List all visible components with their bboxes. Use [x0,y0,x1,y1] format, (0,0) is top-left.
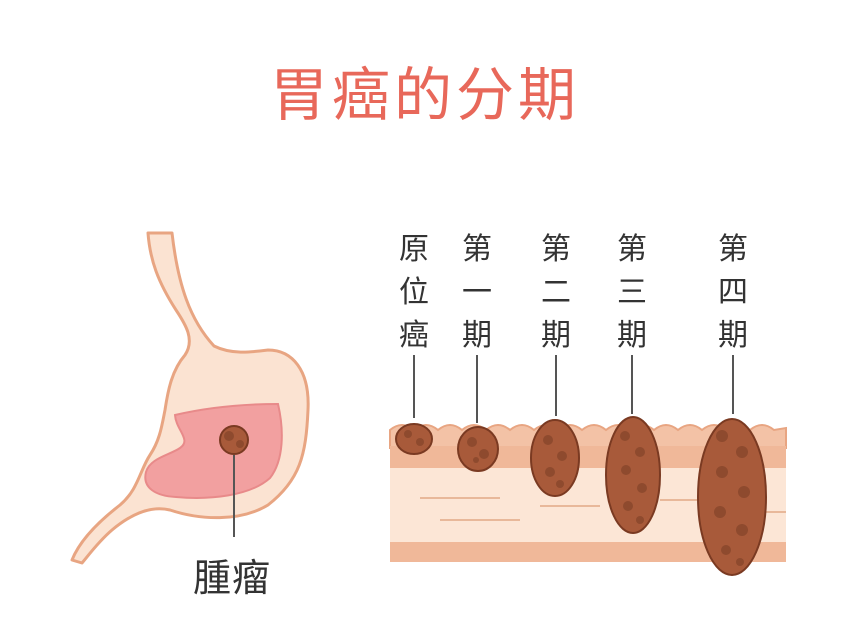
stage-label-char: 第 [541,232,571,267]
stage-label-char: 期 [462,318,492,353]
stage-label-1: 第 一 期 [457,228,497,357]
diagram-title: 胃癌的分期 [269,61,580,129]
stomach-outer [70,231,310,565]
tumor-stage-in-situ [395,423,433,455]
stage-label-char: 原 [399,232,429,267]
stage-pointers [413,355,734,423]
tumor-label: 腫瘤 [193,556,272,600]
stomach-illustration [70,231,310,565]
stage-label-char: 第 [718,232,748,267]
stage-label-char: 第 [462,232,492,267]
stage-label-char: 四 [718,275,748,310]
stage-label-3: 第 三 期 [612,228,652,357]
stage-label-char: 癌 [399,318,429,353]
stage-label-in-situ: 原 位 癌 [394,228,434,357]
stage-label-char: 期 [617,318,647,353]
tumor-stage-4 [697,418,767,576]
tumor-stage-3 [605,416,661,534]
stage-label-char: 第 [617,232,647,267]
stage-tumors [395,416,767,576]
stage-label-char: 期 [718,318,748,353]
stage-label-4: 第 四 期 [713,228,753,357]
tumor-stage-1 [457,426,499,472]
stage-label-char: 期 [541,318,571,353]
stage-label-char: 位 [399,275,429,310]
stomach-tumor [219,425,249,455]
tumor-stage-2 [530,419,580,497]
stomach-inner-lining [144,402,283,499]
stage-label-2: 第 二 期 [536,228,576,357]
stage-label-char: 一 [462,275,492,310]
stage-label-char: 二 [541,275,571,310]
tissue-layer-3 [390,542,786,562]
stage-label-char: 三 [617,275,647,310]
